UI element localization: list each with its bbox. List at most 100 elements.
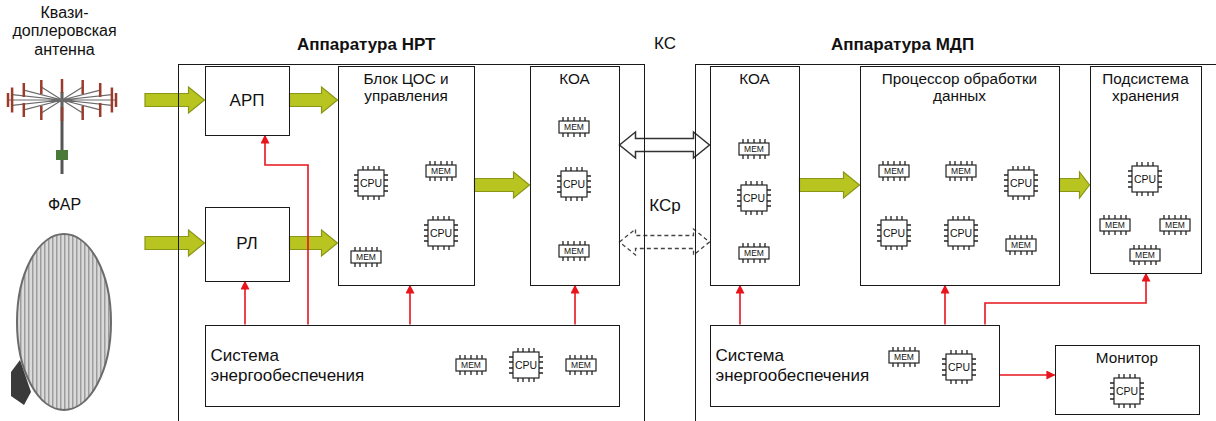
power-line — [944, 286, 946, 325]
memory-chip: MEM — [1097, 214, 1133, 236]
chip-label: MEM — [876, 160, 912, 182]
process-box: Блок ЦОС и управленияCPU MEM CPU MEM — [338, 66, 475, 286]
power-box: Система энергообеспеченияMEM CPU — [710, 325, 1000, 407]
equipment-group: Аппаратура НРТАРПРЛБлок ЦОС и управления… — [178, 64, 645, 421]
chip-label: MEM — [423, 160, 459, 182]
chip-label: MEM — [1157, 214, 1193, 236]
cpu-chip: CPU — [736, 180, 772, 216]
chip-label: CPU — [1109, 373, 1145, 409]
memory-chip: MEM — [876, 160, 912, 182]
chip-pins — [944, 216, 978, 250]
box-label: Блок ЦОС и управления — [339, 67, 474, 105]
chip-label: CPU — [876, 215, 912, 251]
group-heading: Аппаратура НРТ — [297, 35, 435, 55]
antenna-picture — [8, 79, 116, 174]
memory-chip: MEM — [1127, 244, 1163, 266]
backup-link-arrow — [620, 229, 710, 255]
power-line — [1000, 374, 1055, 376]
box-label: КОА — [711, 67, 799, 88]
chip-label: MEM — [1097, 214, 1133, 236]
memory-chip: MEM — [1157, 214, 1193, 236]
box-label: Процессор обработки данных — [861, 67, 1059, 105]
array-plate — [17, 234, 111, 410]
memory-chip: MEM — [423, 160, 459, 182]
chip-label: MEM — [556, 240, 592, 262]
memory-chip: MEM — [1003, 234, 1039, 256]
data-flow-arrow — [475, 172, 530, 198]
antenna-base — [56, 150, 68, 160]
box-label: КОА — [531, 67, 619, 88]
array-mount — [11, 360, 31, 405]
memory-chip: MEM — [453, 354, 489, 376]
chip-label: CPU — [1127, 161, 1163, 197]
process-box: РЛ — [205, 207, 290, 282]
box-label: Система энергообеспечения — [206, 346, 376, 385]
equipment-group: Аппаратура МДПКОАMEMCPUMEMПроцессор обра… — [695, 64, 1216, 421]
power-line — [244, 282, 246, 325]
cpu-chip: CPU — [876, 215, 912, 251]
illustration-label: ФАР — [2, 196, 127, 214]
chip-label: MEM — [736, 138, 772, 160]
chip-label: CPU — [1003, 165, 1039, 201]
memory-chip: MEM — [736, 242, 772, 264]
chip-pins — [737, 181, 771, 215]
process-box: АРП — [205, 66, 290, 136]
box-label: Подсистема хранения — [1091, 67, 1201, 105]
chip-pins — [1128, 162, 1162, 196]
box-label: РЛ — [236, 234, 258, 254]
chip-label: CPU — [423, 215, 459, 251]
power-line — [985, 274, 1146, 325]
chip-label: MEM — [886, 346, 922, 368]
box-label: Система энергообеспечения — [711, 346, 881, 385]
memory-chip: MEM — [563, 354, 599, 376]
chip-pins — [1004, 166, 1038, 200]
box-label: АРП — [230, 91, 265, 111]
memory-chip: MEM — [556, 116, 592, 138]
chip-label: MEM — [348, 246, 384, 268]
memory-chip: MEM — [943, 160, 979, 182]
chip-label: CPU — [736, 180, 772, 216]
cpu-chip: CPU — [423, 215, 459, 251]
chip-pins — [877, 216, 911, 250]
process-box: КОА MEM CPU MEM — [710, 66, 800, 286]
memory-chip: MEM — [736, 138, 772, 160]
chip-label: CPU — [556, 166, 592, 202]
channel-label: КСр — [647, 196, 682, 216]
chip-label: CPU — [943, 215, 979, 251]
chip-label: CPU — [941, 349, 977, 385]
illustration-node: Квази- доплеровская антенна — [2, 4, 145, 176]
chip-label: MEM — [1003, 234, 1039, 256]
chip-label: MEM — [1127, 244, 1163, 266]
chip-pins — [942, 350, 976, 384]
phased-array-picture — [11, 234, 111, 410]
illustration-node: ФАР — [2, 196, 145, 414]
chip-label: MEM — [453, 354, 489, 376]
illustration-label: Квази- доплеровская антенна — [2, 4, 127, 59]
data-flow-arrow — [145, 87, 205, 113]
chip-label: MEM — [563, 354, 599, 376]
cpu-chip: CPU — [556, 166, 592, 202]
chip-label: MEM — [556, 116, 592, 138]
link-arrow — [620, 132, 710, 158]
memory-chip: MEM — [348, 246, 384, 268]
antenna-dipoles — [8, 79, 116, 121]
chip-label: CPU — [508, 347, 544, 383]
power-line — [739, 286, 741, 325]
cpu-chip: CPU — [1127, 161, 1163, 197]
cpu-chip: CPU — [353, 165, 389, 201]
process-box: КОА MEM CPU MEM — [530, 66, 620, 286]
chip-label: MEM — [736, 242, 772, 264]
process-box: Процессор обработки данныхMEM MEM CPU CPU CP… — [860, 66, 1060, 286]
power-box: Система энергообеспечения MEM CPU MEM — [205, 325, 620, 407]
memory-chip: MEM — [556, 240, 592, 262]
chip-pins — [424, 216, 458, 250]
chip-pins — [1110, 374, 1144, 408]
data-flow-arrow — [1060, 172, 1090, 198]
cpu-chip: CPU — [1109, 373, 1145, 409]
cpu-chip: CPU — [508, 347, 544, 383]
power-line — [265, 136, 308, 325]
cpu-chip: CPU — [1003, 165, 1039, 201]
power-line — [409, 286, 411, 325]
chip-label: MEM — [943, 160, 979, 182]
process-box: Подсистема храненияCPU MEM MEM MEM — [1090, 66, 1202, 274]
